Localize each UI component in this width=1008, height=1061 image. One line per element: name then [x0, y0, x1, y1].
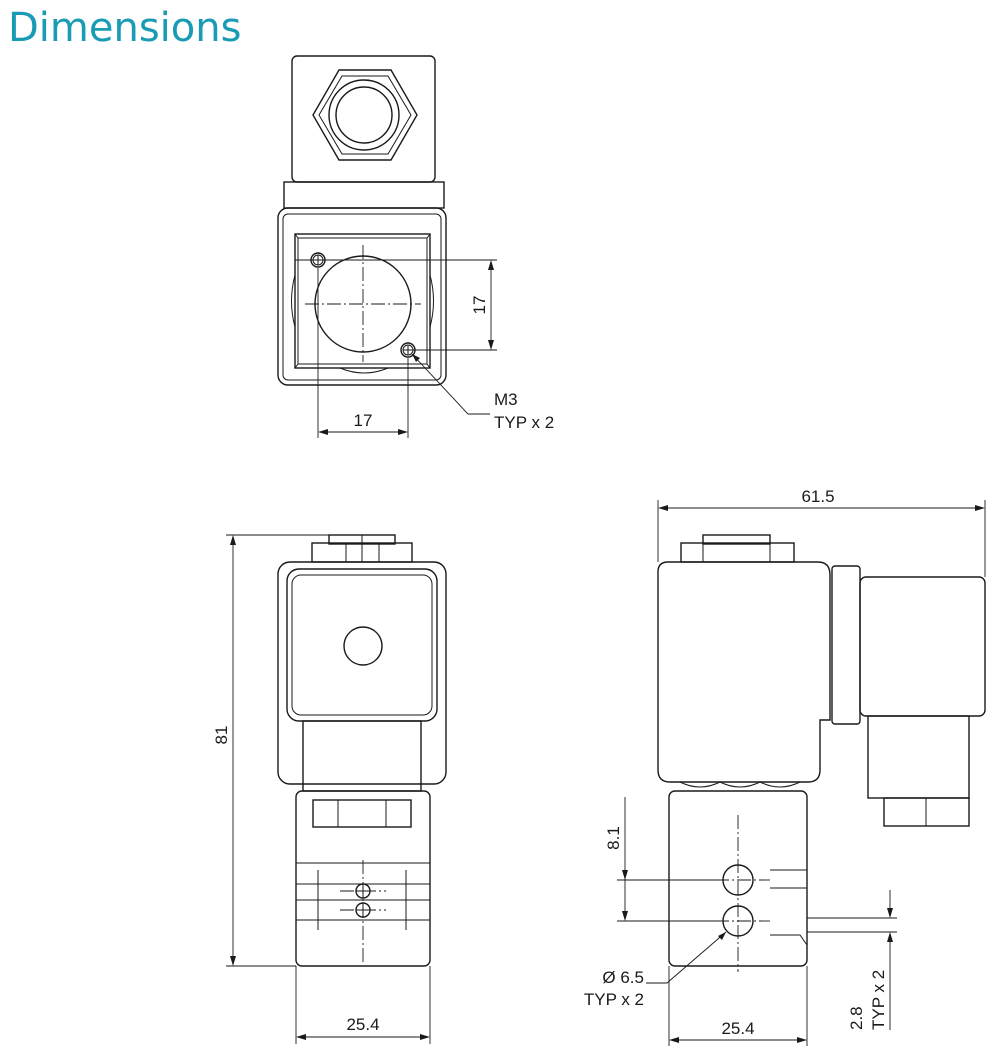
dimension-8-1: 8.1	[604, 797, 722, 922]
top-view: 17 17 M3 TYP x 2	[277, 55, 554, 438]
m3-leader: M3 TYP x 2	[411, 353, 554, 432]
dimension-81: 81	[212, 534, 329, 967]
dim-2-8-label: 2.8	[847, 1006, 866, 1030]
front-view: 81 25.4	[212, 534, 447, 1044]
hole-6-5-leader: Ø 6.5 TYP x 2	[584, 931, 727, 1009]
dimension-17-vertical: 17	[295, 259, 497, 351]
plug-screw-front	[311, 534, 413, 563]
dim-61-5-label: 61.5	[801, 487, 834, 506]
dim-8-1-label: 8.1	[604, 826, 623, 850]
m3-note-line1: M3	[494, 390, 518, 409]
page-title: Dimensions	[8, 5, 242, 51]
m3-note-line2: TYP x 2	[494, 413, 554, 432]
coil-housing-side	[657, 561, 986, 827]
dim-25-4-side-label: 25.4	[721, 1019, 754, 1038]
dim-81-label: 81	[212, 726, 231, 745]
dimension-25-4-front: 25.4	[295, 966, 431, 1044]
dim-17-vertical-label: 17	[470, 296, 489, 315]
plug-screw-side	[680, 534, 795, 563]
coil-body-top	[277, 207, 447, 386]
dimension-2-8: 2.8 TYP x 2	[807, 890, 897, 1030]
coil-housing-front	[277, 561, 447, 792]
valve-body-side	[668, 781, 808, 972]
hole-note-line2: TYP x 2	[584, 990, 644, 1009]
dimension-25-4-side: 25.4	[668, 966, 808, 1046]
side-view: 61.5 8.1 2.8 TYP x 2 Ø 6.5 TYP x 2	[584, 487, 986, 1046]
dim-17-horizontal-label: 17	[354, 411, 373, 430]
connector-plug-top	[283, 55, 445, 209]
dim-25-4-front-label: 25.4	[346, 1015, 379, 1034]
dimension-17-horizontal: 17	[317, 268, 409, 438]
dimension-61-5: 61.5	[657, 487, 986, 577]
slot-note: TYP x 2	[869, 970, 888, 1030]
valve-body-front	[295, 790, 431, 967]
hole-note-line1: Ø 6.5	[602, 968, 644, 987]
